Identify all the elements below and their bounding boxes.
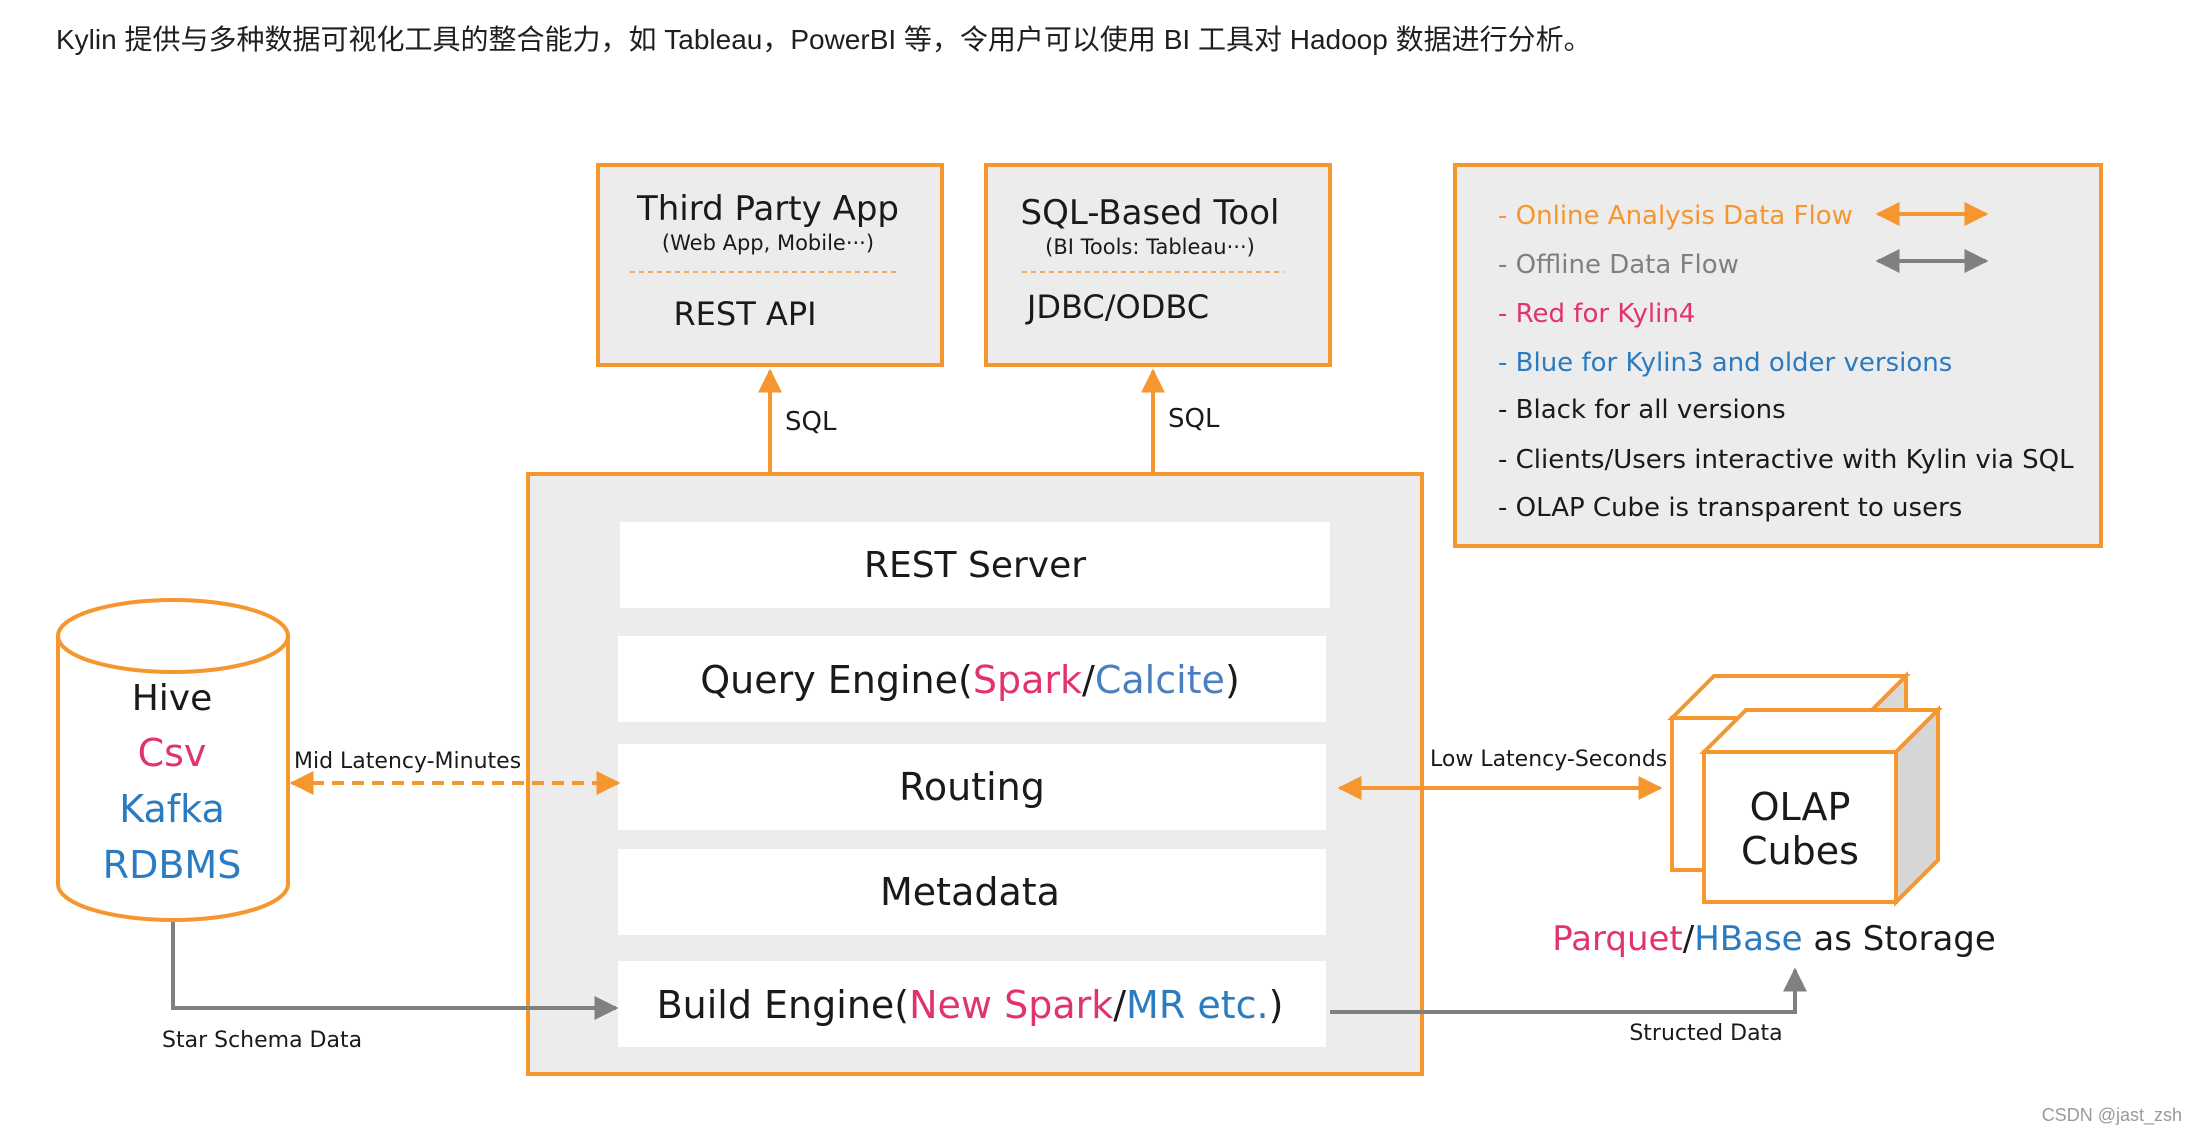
sql-tool-title: SQL-Based Tool <box>1021 193 1280 233</box>
olap-line2: Cubes <box>1741 829 1859 873</box>
olap-line1: OLAP <box>1750 785 1851 829</box>
storage-hbase: HBase <box>1694 919 1802 959</box>
jdbc-odbc-label: JDBC/ODBC <box>1025 288 1209 326</box>
intro-text: Kylin 提供与多种数据可视化工具的整合能力，如 Tableau，PowerB… <box>56 24 1592 55</box>
query-engine-calcite: Calcite <box>1095 658 1225 702</box>
routing-block <box>618 744 1326 830</box>
legend-online: - Online Analysis Data Flow <box>1498 201 1853 231</box>
sql-label-left: SQL <box>785 407 837 437</box>
rest-server-block <box>620 522 1330 608</box>
routing-label: Routing <box>899 765 1045 809</box>
sql-based-tool-box: SQL-Based Tool (BI Tools: Tableau···) JD… <box>984 163 1332 367</box>
metadata-block <box>618 849 1326 935</box>
metadata-label: Metadata <box>880 870 1060 914</box>
legend-clients: - Clients/Users interactive with Kylin v… <box>1498 445 2074 475</box>
kylin-core-box: REST Server Query Engine(Spark/Calcite) … <box>526 472 1424 1076</box>
kafka-label: Kafka <box>119 787 225 831</box>
legend-blue: - Blue for Kylin3 and older versions <box>1498 348 1952 378</box>
query-engine-label: Query Engine(Spark/Calcite) <box>700 658 1240 702</box>
third-party-subtitle: (Web App, Mobile···) <box>662 231 874 255</box>
rdbms-label: RDBMS <box>103 843 242 887</box>
legend-black: - Black for all versions <box>1498 395 1786 425</box>
structed-data-label: Structed Data <box>1629 1021 1782 1046</box>
legend-box: - Online Analysis Data Flow - Offline Da… <box>1453 163 2103 548</box>
storage-label: Parquet/HBase as Storage <box>1552 919 1996 959</box>
legend-offline: - Offline Data Flow <box>1498 250 1739 280</box>
hive-label: Hive <box>132 678 213 719</box>
third-party-app-box: Third Party App (Web App, Mobile···) RES… <box>596 163 944 367</box>
storage-parquet: Parquet <box>1552 919 1683 959</box>
build-engine-block <box>618 961 1326 1047</box>
csv-label: Csv <box>138 731 207 775</box>
star-schema-label: Star Schema Data <box>162 1028 362 1053</box>
sql-tool-subtitle: (BI Tools: Tableau···) <box>1045 235 1255 259</box>
legend-olap: - OLAP Cube is transparent to users <box>1498 493 1962 523</box>
sql-label-right: SQL <box>1168 404 1220 434</box>
rest-api-label: REST API <box>673 295 816 333</box>
data-source-cylinder: Hive Csv Kafka RDBMS <box>56 598 290 922</box>
third-party-title: Third Party App <box>636 189 899 229</box>
rest-server-label: REST Server <box>864 545 1086 586</box>
olap-cubes-icon: OLAP Cubes <box>1667 671 1943 907</box>
watermark: CSDN @jast_zsh <box>2041 1105 2182 1125</box>
build-engine-mr: MR etc. <box>1126 983 1269 1027</box>
legend-red: - Red for Kylin4 <box>1498 299 1695 329</box>
build-engine-label: Build Engine(New Spark/MR etc.) <box>657 983 1284 1027</box>
mid-latency-label: Mid Latency-Minutes <box>294 749 521 774</box>
query-engine-block <box>618 636 1326 722</box>
structed-data-arrow <box>1330 967 1807 1014</box>
query-engine-spark: Spark <box>973 658 1082 702</box>
build-engine-new-spark: New Spark <box>909 983 1113 1027</box>
low-latency-label: Low Latency-Seconds <box>1430 747 1667 772</box>
star-schema-arrow <box>171 922 619 1020</box>
